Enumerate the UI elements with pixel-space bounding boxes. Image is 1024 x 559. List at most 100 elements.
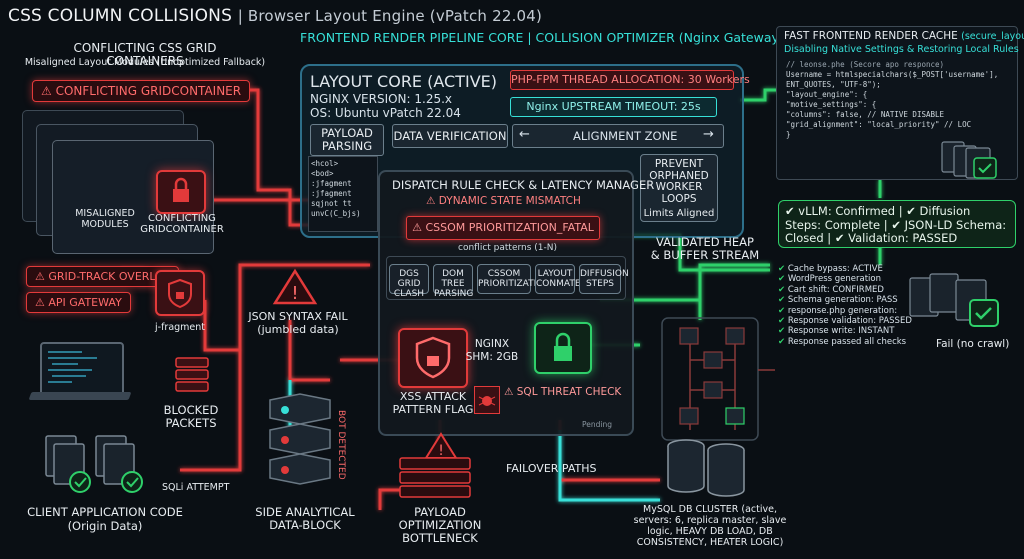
chip-diffusion: DIFFUSION STEPS [579,264,629,294]
code-line: "grid_alignment": "local_priority" // LO… [786,120,972,129]
check-text: Schema generation: PASS [787,295,898,306]
database-icon [664,436,748,502]
fragment-label: j-fragment [155,322,206,333]
alignment-label: ALIGNMENT ZONE [573,129,678,143]
svg-text:!: ! [291,283,298,304]
bug-icon [474,386,500,414]
alert-text: API GATEWAY [48,296,122,309]
check-text: response.php generation: [787,305,898,316]
left-subtitle: Misaligned Layout Modules (Unoptimized F… [24,57,266,68]
code-line: "columns": false, // NATIVE DISABLE [786,110,945,119]
cache-title: FAST FRONTEND RENDER CACHE (secure_layou… [784,30,1024,42]
check-text: Cart shift: CONFIRMED [787,284,884,295]
chip-dom-tree: DOM TREE PARSING [433,264,473,299]
check-item: ✔ Schema generation: PASS [778,295,898,306]
patterns-frame [386,256,626,300]
dispatch-mismatch: ⚠ DYNAMIC STATE MISMATCH [426,195,581,207]
verified-docs-icon [940,140,1004,180]
chip-cssom: CSSOM PRIORITIZATION [477,264,550,294]
check-item: ✔ Response validation: PASSED [778,316,912,327]
sqli-label: SQLi ATTEMPT [162,482,230,493]
code-line: unvC(C_bjs) [311,209,361,218]
code-line: "layout_engine": { [786,90,868,99]
limits-label: Limits Aligned [643,208,715,219]
dispatch-title: DISPATCH RULE CHECK & LATENCY MANAGER [392,178,655,192]
left-title: CONFLICTING CSS GRID CONTAINERS [73,41,217,68]
title-subtitle: | Browser Layout Engine (vPatch 22.04) [237,7,543,25]
status-box: ✔ vLLM: Confirmed | ✔ Diffusion Steps: C… [778,200,1016,248]
payload-parsing-box: PAYLOAD PARSING [310,124,384,156]
check-text: Response passed all checks [787,336,907,347]
check-item: ✔ Response write: INSTANT [778,326,895,337]
prevent-box: PREVENT ORPHANED WORKER LOOPS Limits Ali… [640,154,718,222]
db-network-icons [674,324,754,434]
client-sublabel: (Origin Data) [67,519,143,533]
sql-check-label: ⚠ SQL THREAT CHECK [504,386,622,398]
chip-layout: LAYOUT CONMATE [535,264,581,294]
code-line: sqjnot tt [311,199,352,208]
fail-label: Fail (no crawl) [936,338,1010,350]
check-item: ✔ Cart shift: CONFIRMED [778,284,884,295]
sql-text: SQL THREAT CHECK [516,386,622,398]
packets-icon [170,354,214,396]
alert-api-gateway: ⚠ API GATEWAY [26,292,131,313]
code-line: "motive_settings": { [786,100,877,109]
check-item: ✔ Response passed all checks [778,336,907,347]
alignment-zone-box: ← ALIGNMENT ZONE → [512,124,724,148]
core-nginx: NGINX VERSION: 1.25.x [310,92,453,106]
laptop-base [28,392,132,400]
misaligned-label: MISALIGNED MODULES [75,208,135,230]
title-text: CSS COLUMN COLLISIONS [8,6,233,26]
check-item: ✔ WordPress generation [778,274,881,285]
heap-label: VALIDATED HEAP & BUFFER STREAM [650,235,760,262]
mysql-label: MySQL DB CLUSTER (active, servers: 6, re… [633,504,787,548]
prevent-label: PREVENT ORPHANED WORKER LOOPS [649,158,709,205]
pipeline-title: FRONTEND RENDER PIPELINE CORE | COLLISIO… [300,30,816,45]
xss-shield-icon [398,328,468,388]
passed-docs-icon [908,270,1004,334]
code-line: :jfagment [311,189,352,198]
documents-icon [44,434,154,496]
core-code-block: <hcol> <bod> :jfagment :jfagment sqjnot … [308,156,378,232]
patterns-label: conflict patterns (1-N) [458,243,558,253]
core-os: OS: Ubuntu vPatch 22.04 [310,106,461,120]
svg-text:!: ! [438,443,444,459]
payload-opt-label: PAYLOAD OPTIMIZATION BOTTLENECK [398,505,482,545]
fatal-text: CSSOM PRIORITIZATION_FATAL [425,221,594,234]
cache-title-text: FAST FRONTEND RENDER CACHE [784,30,958,42]
core-title: LAYOUT CORE (ACTIVE) [310,72,497,91]
alert-grid-track-overlap: ⚠ GRID-TRACK OVERLAP [26,266,179,287]
bot-detected-label: BOT DETECTED [336,410,346,480]
blocked-label: BLOCKED PACKETS [163,403,219,430]
lock-icon [156,170,206,214]
php-fpm-bar: PHP-FPM THREAD ALLOCATION: 30 Workers [510,70,750,90]
bottleneck-server-icon [398,456,472,500]
client-label: CLIENT APPLICATION CODE [27,505,183,519]
chip-grid-clash: DGS GRID CLASH [389,264,429,299]
data-verification-box: DATA VERIFICATION [392,124,508,148]
code-line: // leonse.phe (Secore apo responce) [786,60,945,69]
server-stack-icon [265,392,335,496]
failover-label: FAILOVER PATHS [506,462,597,475]
nginx-shm-label: NGINX SHM: 2GB [465,338,519,363]
code-line: <hcol> [311,159,339,168]
alert-text: GRID-TRACK OVERLAP [48,270,170,283]
page-title: CSS COLUMN COLLISIONS | Browser Layout E… [8,6,542,26]
json-fail-label: JSON SYNTAX FAIL (jumbled data) [248,310,348,336]
mismatch-text: DYNAMIC STATE MISMATCH [438,195,581,207]
code-line: } [786,130,791,139]
alert-conflicting-gridcontainer: ⚠ CONFLICTING GRIDCONTAINER [32,80,251,102]
check-item: ✔ Cache bypass: ACTIVE [778,264,883,274]
right-arrow-icon: → [703,127,714,142]
check-item: ✔ response.php generation: [778,305,898,316]
left-arrow-icon: ← [519,127,530,142]
check-text: Response write: INSTANT [787,326,895,337]
conflicting-label: CONFLICTING GRIDCONTAINER [140,213,224,235]
alert-text: CONFLICTING GRIDCONTAINER [55,84,242,98]
check-text: Cache bypass: ACTIVE [787,264,883,274]
cssom-fatal-bar: ⚠ CSSOM PRIORITIZATION_FATAL [406,216,600,240]
pending-label: Pending [582,420,612,429]
cache-subtitle: Disabling Native Settings & Restoring Lo… [784,44,1019,55]
xss-label: XSS ATTACK PATTERN FLAG [392,390,474,416]
warning-icon: ! [272,268,318,306]
